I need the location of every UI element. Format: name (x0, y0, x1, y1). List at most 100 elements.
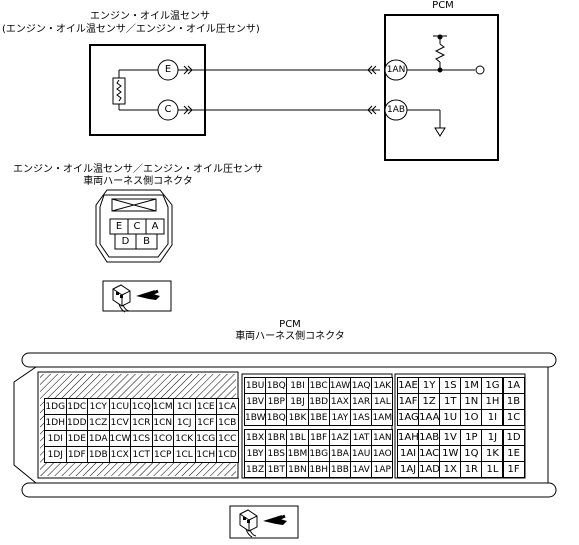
pcm-pin-cell: 1Q (460, 445, 483, 462)
pin-a: A (151, 221, 159, 232)
pcm-pin-cell: 1CZ (87, 414, 110, 431)
pcm-pin-cell: 1CO (151, 430, 174, 447)
pcm-pin-cell: 1L (481, 461, 504, 478)
pcm-pin-cell: 1AH (397, 429, 420, 446)
pcm-pin-cell: 1Z (418, 393, 441, 410)
pcm-harness-view-icon (229, 505, 299, 539)
pcm-pin-cell: 1DD (65, 414, 88, 431)
pcm-pin-cell: 1DB (87, 446, 110, 463)
pcm-pin-cell: 1BX (244, 429, 267, 446)
pcm-pin-cell: 1AO (371, 445, 394, 462)
pcm-pin-cell: 1CS (130, 430, 153, 447)
pcm-pin-cell: 1Y (418, 377, 441, 394)
pcm-pin-cell: 1BY (244, 445, 267, 462)
pcm-pin-cell: 1BL (286, 429, 309, 446)
thermistor-symbol (112, 69, 158, 111)
pcm-pin-cell: 1C (502, 409, 525, 426)
pcm-pin-cell: 1AQ (350, 377, 373, 394)
pcm-pin-cell: 1N (460, 393, 483, 410)
pcm-pin-cell: 1X (439, 461, 462, 478)
pcm-pin-cell: 1AE (397, 377, 420, 394)
sensor-connector-title: エンジン・オイル温センサ／エンジン・オイル圧センサ (13, 164, 263, 175)
pcm-pin-cell: 1CL (173, 446, 196, 463)
pcm-pin-cell: 1CK (173, 430, 196, 447)
pcm-pin-cell: 1M (460, 377, 483, 394)
terminal-c-label: C (164, 104, 172, 115)
pcm-pin-cell: 1BB (328, 461, 351, 478)
pcm-pin-cell: 1CE (194, 398, 217, 415)
pcm-pin-cell: 1AL (371, 393, 394, 410)
pcm-internal-circuit (407, 34, 485, 137)
pcm-pin-cell: 1AD (418, 461, 441, 478)
pcm-pin-cell: 1BU (244, 377, 267, 394)
pcm-connector-subtitle: 車両ハーネス側コネクタ (235, 331, 345, 342)
pin-d: D (121, 236, 130, 247)
pcm-title: PCM (432, 0, 454, 11)
sensor-box (89, 44, 206, 136)
pcm-pin-cell: 1CM (151, 398, 174, 415)
pcm-pin-cell: 1BA (328, 445, 351, 462)
pcm-pin-cell: 1BQ (265, 377, 288, 394)
pcm-pin-cell: 1CI (173, 398, 196, 415)
pcm-pin-cell: 1AB (418, 429, 441, 446)
pcm-pin-cell: 1BW (244, 409, 267, 426)
pcm-pin-cell: 1DI (44, 430, 67, 447)
terminal-e-label: E (164, 64, 172, 75)
pcm-pin-cell: 1S (439, 377, 462, 394)
pcm-pin-cell: 1CF (194, 414, 217, 431)
pcm-pin-cell: 1BJ (286, 393, 309, 410)
sensor-subtitle: (エンジン・オイル温センサ／エンジン・オイル圧センサ) (2, 24, 260, 35)
pcm-pin-cell: 1AN (371, 429, 394, 446)
pcm-pin-cell: 1BI (286, 377, 309, 394)
pcm-pin-cell: 1V (439, 429, 462, 446)
pcm-pin-cell: 1K (481, 445, 504, 462)
pcm-pin-cell: 1BQ (265, 409, 288, 426)
connector-chevrons-pcm (367, 65, 377, 115)
pcm-pin-cell: 1P (460, 429, 483, 446)
pcm-box (384, 14, 499, 161)
pcm-pin-cell: 1CR (130, 414, 153, 431)
pcm-pin-cell: 1BZ (244, 461, 267, 478)
pcm-pin-cell: 1O (460, 409, 483, 426)
pcm-pin-cell: 1BH (307, 461, 330, 478)
pcm-pin-cell: 1AJ (397, 461, 420, 478)
pcm-pin-cell: 1CN (151, 414, 174, 431)
sensor-title: エンジン・オイル温センサ (90, 11, 210, 22)
pcm-pin-cell: 1AU (350, 445, 373, 462)
pcm-pin-cell: 1AZ (328, 429, 351, 446)
pcm-pin-cell: 1AP (371, 461, 394, 478)
pcm-pin-cell: 1A (502, 377, 525, 394)
pcm-pin-cell: 1DF (65, 446, 88, 463)
pcm-pin-cell: 1AF (397, 393, 420, 410)
pcm-pin-cell: 1AT (350, 429, 373, 446)
pcm-pin-cell: 1CX (108, 446, 131, 463)
pin-c: C (133, 221, 141, 232)
pcm-pin-cell: 1AS (350, 409, 373, 426)
pcm-pin-cell: 1CD (216, 446, 239, 463)
pcm-pin-cell: 1CV (108, 414, 131, 431)
pcm-connector-title: PCM (279, 319, 301, 330)
pcm-pin-cell: 1BK (286, 409, 309, 426)
pcm-pin-cell: 1G (481, 377, 504, 394)
pcm-pin-cell: 1F (502, 461, 525, 478)
pcm-pin-cell: 1AX (328, 393, 351, 410)
pcm-pin-cell: 1AI (397, 445, 420, 462)
connector-chevrons-sensor (183, 65, 193, 115)
pcm-pin-cell: 1BS (265, 445, 288, 462)
pcm-pin-cell: 1CY (87, 398, 110, 415)
pcm-pin-cell: 1AV (350, 461, 373, 478)
pcm-pin-cell: 1D (502, 429, 525, 446)
pcm-pin-cell: 1CP (151, 446, 174, 463)
pcm-pin-cell: 1BE (307, 409, 330, 426)
terminal-1ab-label: 1AB (386, 105, 406, 115)
pcm-pin-cell: 1AW (328, 377, 351, 394)
pcm-pin-cell: 1AA (418, 409, 441, 426)
pcm-pin-cell: 1E (502, 445, 525, 462)
pcm-pin-cell: 1AK (371, 377, 394, 394)
pcm-pin-cell: 1CH (194, 446, 217, 463)
pcm-pin-cell: 1BV (244, 393, 267, 410)
pcm-pin-cell: 1DJ (44, 446, 67, 463)
pcm-pin-cell: 1BR (265, 429, 288, 446)
pcm-pin-cell: 1DG (44, 398, 67, 415)
pcm-pin-cell: 1W (439, 445, 462, 462)
